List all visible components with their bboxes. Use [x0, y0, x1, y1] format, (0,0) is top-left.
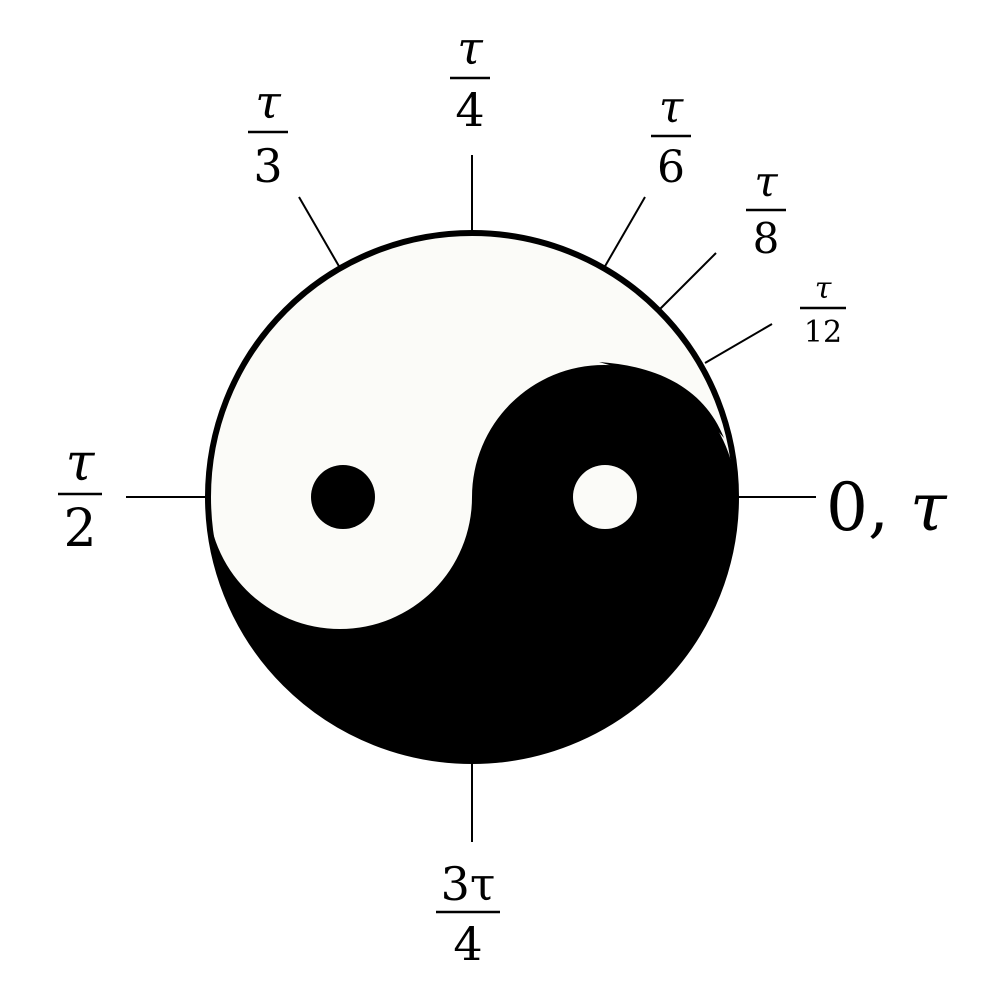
label-tau-8: τ 8: [746, 157, 786, 263]
dark-tail: [599, 362, 724, 438]
label-tau-12: τ 12: [800, 271, 846, 350]
label-tau-4-denominator: 4: [455, 83, 484, 137]
label-tau-6: τ 6: [651, 82, 691, 193]
label-tau-4-numerator: τ: [457, 21, 484, 75]
dark-half: [208, 365, 736, 761]
label-tau-6-numerator: τ: [659, 82, 684, 133]
label-3tau-4-denominator: 4: [453, 917, 482, 971]
tick-tau-12: [704, 323, 773, 364]
angle-ticks: [126, 155, 816, 842]
dark-dot: [311, 465, 375, 529]
label-3tau-4-numerator: 3τ: [441, 857, 496, 911]
label-3tau-4: 3τ 4: [436, 857, 500, 971]
label-0: 0, τ: [826, 469, 948, 546]
tick-tau-6: [603, 196, 646, 269]
label-tau-12-denominator: 12: [804, 315, 842, 350]
angle-labels: 0, τ τ 12 τ 8 τ 6 τ 4 τ 3: [58, 21, 948, 971]
label-tau-8-numerator: τ: [754, 157, 778, 206]
tick-tau-8: [658, 252, 717, 311]
label-tau-12-numerator: τ: [815, 271, 832, 306]
yin-yang-symbol: [205, 230, 739, 764]
label-tau-6-denominator: 6: [657, 142, 685, 193]
label-tau-3-numerator: τ: [255, 75, 282, 129]
light-dot: [573, 465, 637, 529]
label-tau-2: τ 2: [58, 433, 102, 559]
label-tau-4: τ 4: [450, 21, 490, 137]
label-tau-3: τ 3: [248, 75, 288, 193]
label-tau-3-denominator: 3: [253, 139, 282, 193]
label-tau-2-denominator: 2: [63, 499, 96, 559]
label-tau-8-denominator: 8: [753, 214, 780, 263]
label-tau-2-numerator: τ: [66, 433, 96, 493]
tick-tau-3: [298, 196, 341, 269]
